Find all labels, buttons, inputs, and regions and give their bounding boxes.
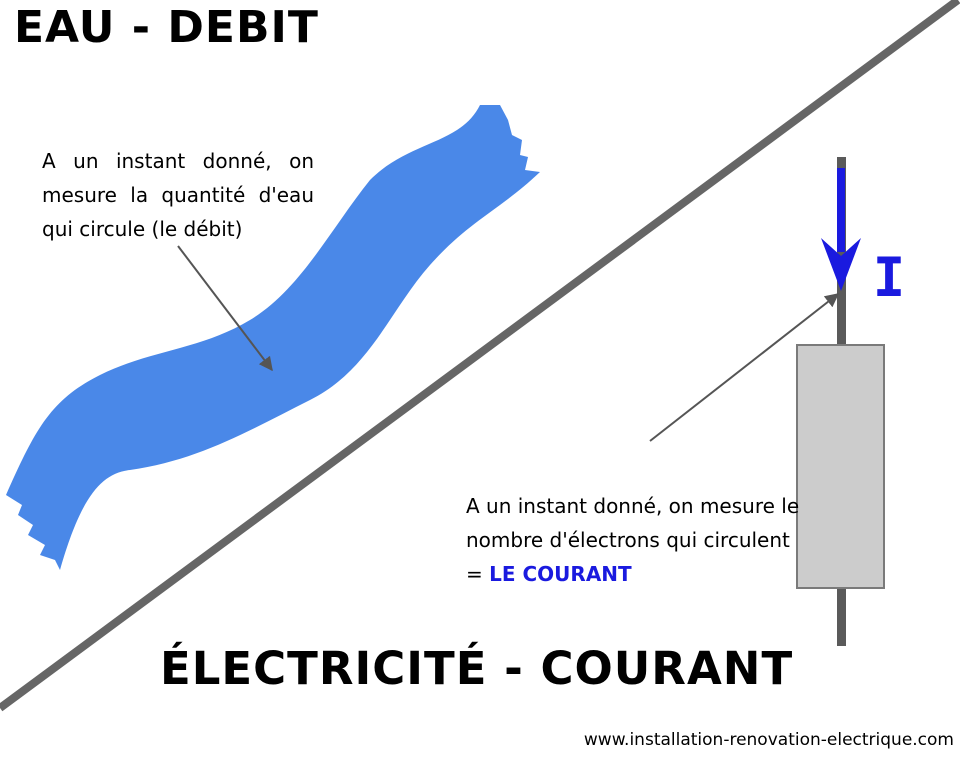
wire-segment-bottom xyxy=(837,588,846,646)
diagonal-divider xyxy=(0,0,960,712)
pointer-arrow-icon xyxy=(177,245,273,372)
current-arrow-icon xyxy=(821,238,861,291)
website-url: www.installation-renovation-electrique.c… xyxy=(583,730,954,750)
title-electricity: ÉLECTRICITÉ - COURANT xyxy=(160,642,794,695)
current-highlight: LE COURANT xyxy=(489,562,632,586)
note-electricity-lead: A un instant donné, on mesure le nombre … xyxy=(466,494,800,586)
pointer-arrow-electricity xyxy=(649,293,840,442)
current-symbol: I xyxy=(873,246,906,309)
note-electricity: A un instant donné, on mesure le nombre … xyxy=(466,489,811,591)
note-water: A un instant donné, on mesure la quantit… xyxy=(42,149,314,241)
resistor-icon xyxy=(796,344,885,589)
title-water: EAU - DEBIT xyxy=(14,2,319,53)
water-stream-icon xyxy=(6,105,540,570)
